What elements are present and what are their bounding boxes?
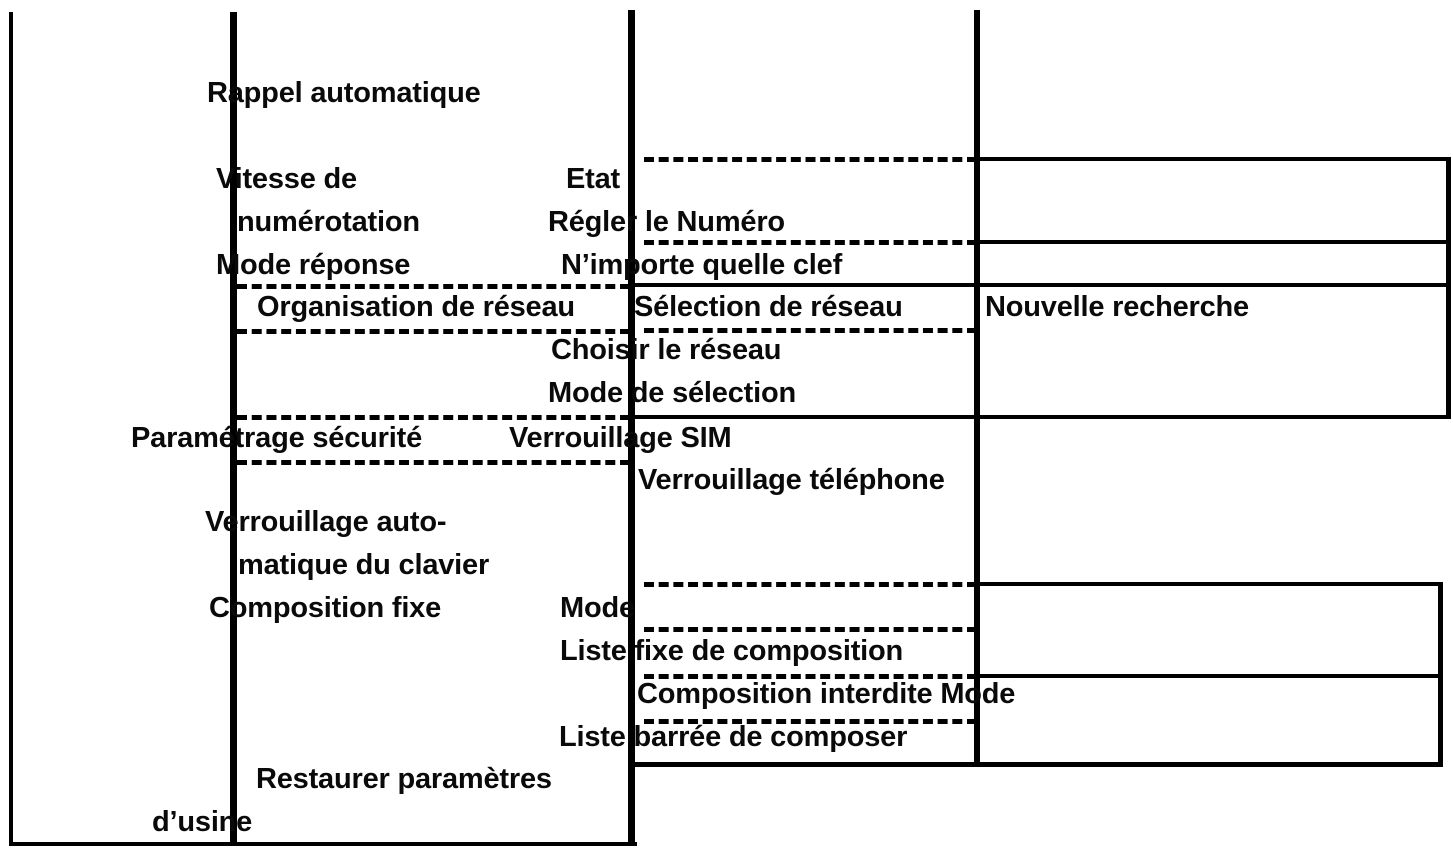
menu-item-organisation-de-reseau[interactable]: Organisation de réseau [257, 291, 575, 323]
outer-bottom-rule [9, 842, 637, 846]
level1-column-divider [230, 12, 237, 846]
menu-item-composition-interdite-mode[interactable]: Composition interdite Mode [637, 678, 1016, 710]
rule-network-row-top [628, 283, 976, 287]
rule-network-row-bottom [628, 415, 976, 419]
box-rule-clef-bottom [974, 283, 1450, 287]
level2-column-divider [628, 10, 635, 846]
menu-item-verrouillage-telephone[interactable]: Verrouillage téléphone [638, 464, 945, 496]
box-rule-composition-mid [974, 674, 1443, 678]
menu-item-vitesse-de-numerotation-line2[interactable]: numérotation [237, 206, 420, 238]
dashed-rule-mode-top [644, 582, 977, 587]
box-rule-selection-bottom [974, 415, 1450, 419]
upper-right-outer-edge [1446, 157, 1451, 419]
outer-left-vertical-rule [9, 12, 13, 846]
menu-item-choisir-le-reseau[interactable]: Choisir le réseau [551, 334, 782, 366]
menu-item-parametrage-securite[interactable]: Paramétrage sécurité [131, 422, 422, 454]
dashed-rule-interdite-bottom [644, 719, 977, 724]
box-rule-mode-top [974, 582, 1443, 586]
dashed-rule-regler-bottom [644, 240, 977, 245]
menu-item-mode-reponse[interactable]: Mode réponse [216, 249, 411, 281]
box-rule-regler-bottom [974, 240, 1450, 244]
menu-item-verrouillage-clavier-line2[interactable]: matique du clavier [238, 549, 490, 581]
dashed-rule-mode-bottom [644, 627, 977, 632]
menu-item-liste-fixe-de-composition[interactable]: Liste fixe de composition [560, 635, 904, 667]
menu-item-nouvelle-recherche[interactable]: Nouvelle recherche [985, 291, 1249, 323]
box-rule-liste-bottom [628, 762, 1443, 767]
dashed-rule-interdite-top [644, 674, 977, 679]
dashed-rule-etat-top [644, 157, 977, 162]
menu-item-selection-de-reseau[interactable]: Sélection de réseau [634, 291, 903, 323]
lower-right-outer-edge [1438, 582, 1443, 767]
menu-item-mode-de-selection[interactable]: Mode de sélection [548, 377, 796, 409]
menu-item-regler-le-numero[interactable]: Régler le Numéro [548, 206, 785, 238]
menu-item-rappel-automatique[interactable]: Rappel automatique [207, 77, 481, 109]
menu-item-composition-fixe[interactable]: Composition fixe [209, 592, 442, 624]
box-rule-etat-top [974, 157, 1450, 161]
dashed-rule-organisation-top [237, 284, 630, 289]
menu-item-liste-barree-de-composer[interactable]: Liste barrée de composer [559, 721, 908, 753]
dashed-rule-securite-top [237, 415, 630, 420]
dashed-rule-organisation-bottom [237, 329, 630, 334]
menu-item-vitesse-de-numerotation-line1[interactable]: Vitesse de [216, 163, 357, 195]
dashed-rule-securite-bottom [237, 460, 630, 465]
menu-item-nimporte-quelle-clef[interactable]: N’importe quelle clef [561, 249, 843, 281]
menu-item-etat[interactable]: Etat [566, 163, 620, 195]
dashed-rule-choisir-top [644, 328, 977, 333]
level3-column-divider [974, 10, 980, 766]
menu-item-verrouillage-clavier-line1[interactable]: Verrouillage auto- [205, 506, 447, 538]
menu-item-verrouillage-sim[interactable]: Verrouillage SIM [509, 422, 732, 454]
menu-item-mode[interactable]: Mode [560, 592, 635, 624]
menu-item-restaurer-parametres-line1[interactable]: Restaurer paramètres [256, 763, 552, 795]
menu-item-restaurer-parametres-line2[interactable]: d’usine [152, 806, 253, 838]
